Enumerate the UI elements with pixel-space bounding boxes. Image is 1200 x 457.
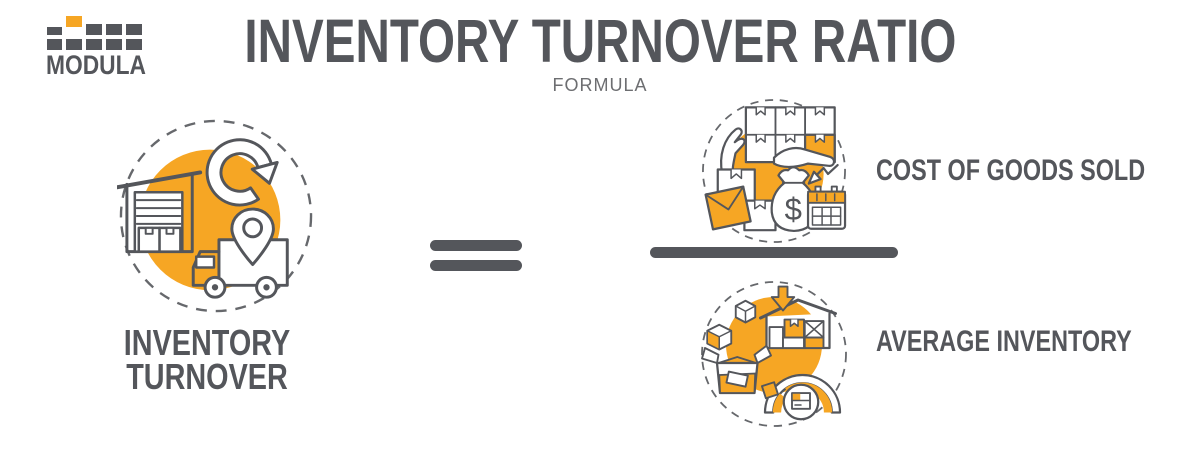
open-box-icon [701,344,772,395]
cost-of-goods-sold-illustration: $ [700,97,848,245]
dashed-circle-icon [702,99,846,243]
dashed-circle-icon [119,119,313,313]
warehouse-icon [117,170,203,254]
page-subtitle: FORMULA [552,75,648,96]
calendar-icon [806,185,847,230]
dollar-sign: $ [785,192,802,227]
delivery-truck-icon [191,238,289,299]
page-title: INVENTORY TURNOVER RATIO [243,7,956,75]
envelope-icon [704,185,752,231]
modula-logo-mark-icon: MODULA [46,16,146,80]
storage-warehouse-icon [759,298,837,350]
cost-of-goods-sold-label: COST OF GOODS SOLD [876,154,1146,187]
brand-name: MODULA [46,50,146,78]
cube-icon [734,299,757,324]
down-arrow-icon [770,285,796,312]
location-pin-icon [230,207,275,266]
modula-logo: MODULA [44,12,150,80]
dashed-circle-icon [701,281,847,427]
cycle-arrow-icon [205,138,279,207]
turnover-gauge-icon [761,373,842,421]
inventory-turnover-illustration [117,117,315,315]
equals-sign-bottom-bar [430,260,522,271]
equals-sign-top-bar [430,240,522,251]
cube-icon [706,323,733,351]
trend-arrow-icon [807,163,839,185]
inventory-turnover-label: INVENTORY TURNOVER [123,322,291,397]
average-inventory-label: AVERAGE INVENTORY [876,325,1132,358]
fraction-bar [650,247,898,258]
holding-hand-icon [772,146,836,169]
header: INVENTORY TURNOVER RATIO FORMULA [0,10,1200,96]
average-inventory-illustration [699,279,849,429]
